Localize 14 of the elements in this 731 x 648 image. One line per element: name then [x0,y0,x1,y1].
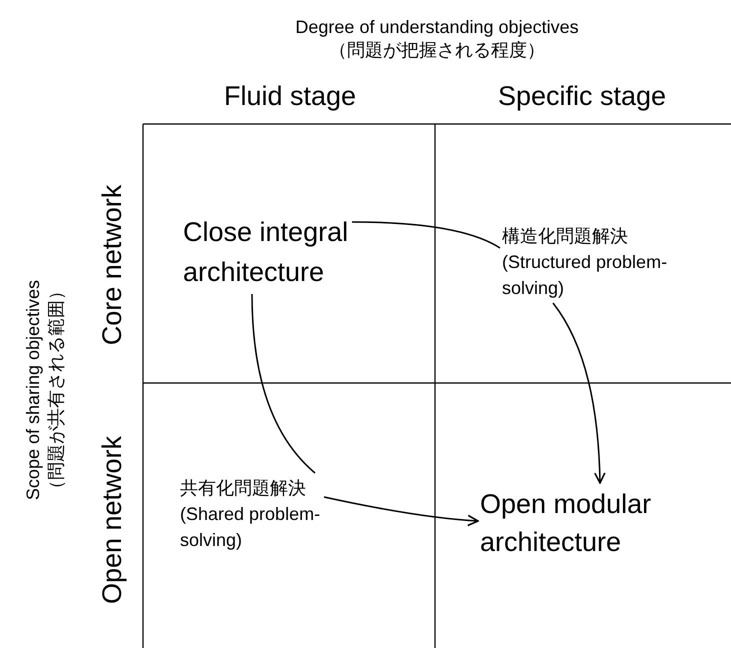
column-header: Specific stage [496,80,668,112]
quadrant-label: Open modular architecture [480,485,653,561]
connector-line [251,294,316,474]
row-header: Core network [96,184,128,348]
quadrant-label: Close integral architecture [183,212,350,292]
axis-title: Scope of sharing objectives （問題が共有される範囲） [22,278,67,502]
arrow [324,496,479,526]
connector-line [352,221,500,249]
process-label: 共有化問題解決 (Shared problem-solving) [180,475,322,553]
column-header: Fluid stage [222,80,358,112]
arrow [552,302,606,484]
row-header: Open network [96,434,128,606]
process-label: 構造化問題解決 (Structured problem-solving) [502,223,669,301]
axis-title: Degree of understanding objectives （問題が把握される程度） [294,16,580,62]
